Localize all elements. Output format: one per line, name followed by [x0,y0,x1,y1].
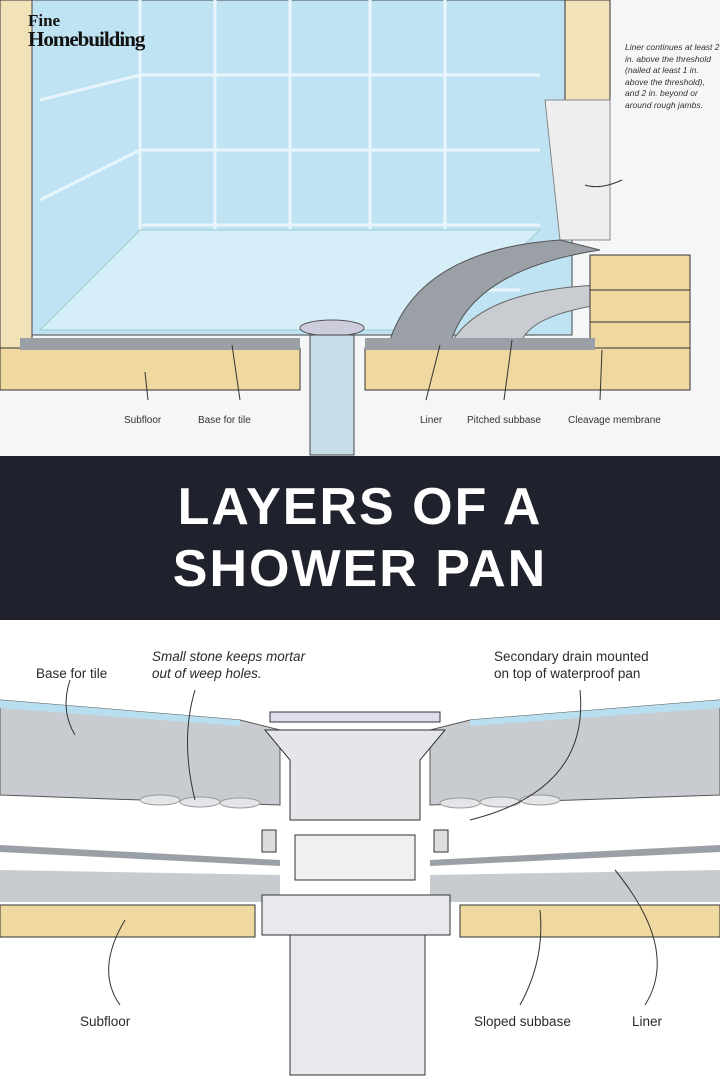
label-subfloor-top: Subfloor [124,415,162,426]
liner-threshold-note: Liner continues at least 2 in. above the… [625,42,720,110]
stone-note-line-1: Small stone keeps mortar [152,649,306,664]
title-banner: LAYERS OF A SHOWER PAN [0,456,720,620]
title-line-1: LAYERS OF A [177,478,543,536]
stone-note-line-2: out of weep holes. [152,666,262,681]
bottom-drain-illustration [0,679,720,1076]
label-liner: Liner [632,1014,663,1029]
label-pitched-subbase: Pitched subbase [467,415,541,426]
label-liner-top: Liner [420,415,443,426]
drain-note-line-1: Secondary drain mounted [494,649,649,664]
label-sloped-subbase: Sloped subbase [474,1014,571,1029]
top-shower-illustration [0,0,720,456]
title-line-2: SHOWER PAN [172,540,548,598]
label-subfloor: Subfloor [80,1014,131,1029]
label-base-for-tile: Base for tile [36,666,108,681]
drain-note-line-2: on top of waterproof pan [494,666,641,681]
label-cleavage-membrane: Cleavage membrane [568,415,661,426]
label-base-for-tile-top: Base for tile [198,415,251,426]
